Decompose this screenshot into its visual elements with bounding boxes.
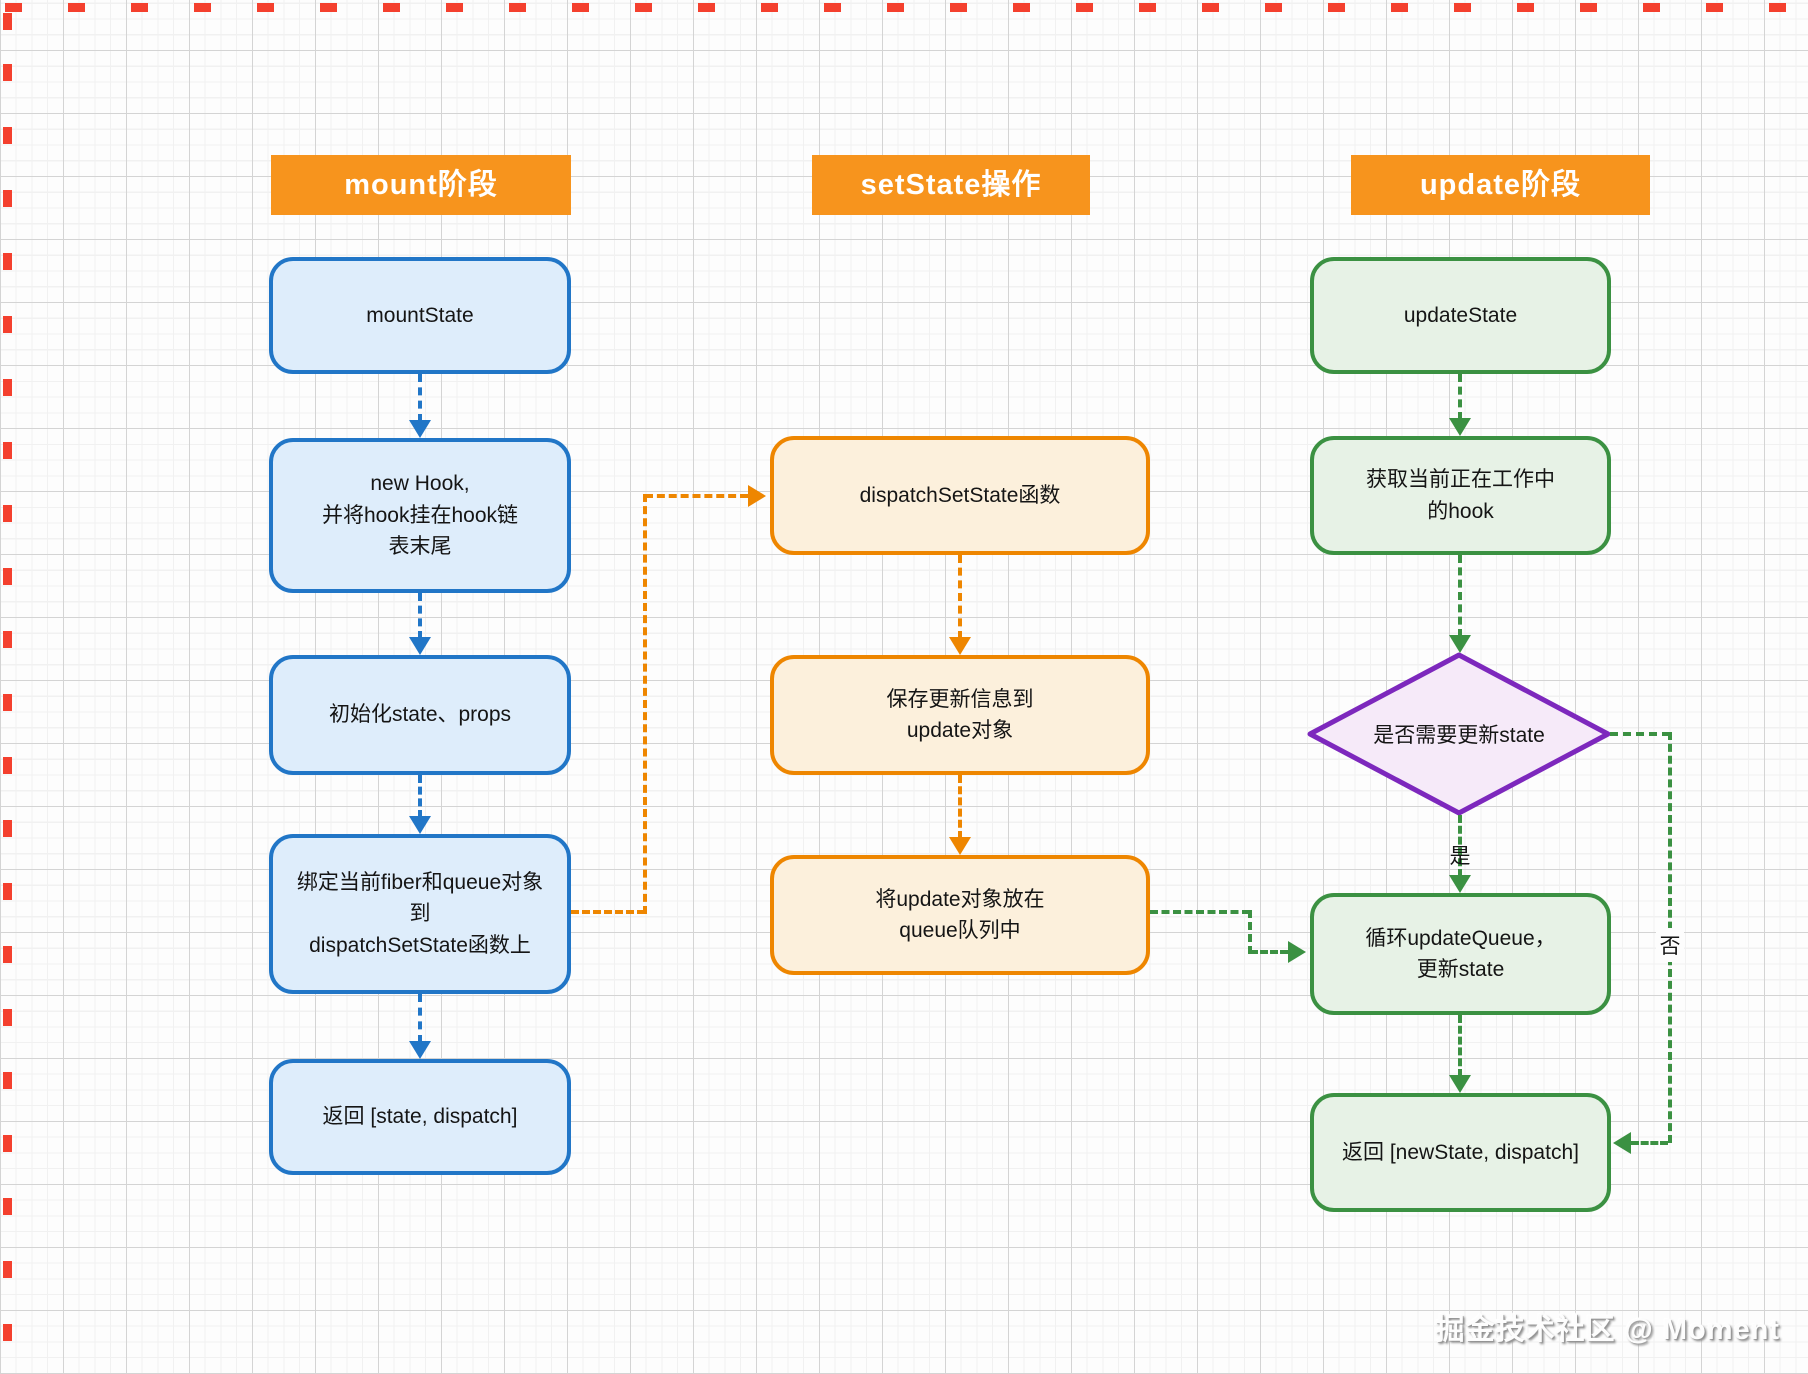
arrow-newhook-to-init xyxy=(408,593,432,655)
arrow-decision-yes-to-loop xyxy=(1448,815,1472,893)
arrow-updatestate-to-gethook xyxy=(1448,374,1472,436)
node-mountstate: mountState xyxy=(269,257,571,374)
connector-bind-to-dispatch-seg3 xyxy=(645,494,748,498)
diamond-shape xyxy=(1307,652,1611,816)
arrow-init-to-bind xyxy=(408,775,432,834)
arrow-mountstate-to-newhook xyxy=(408,374,432,438)
header-setstate-operation: setState操作 xyxy=(812,155,1090,215)
label-no: 否 xyxy=(1656,928,1684,962)
connector-enqueue-to-loop-seg1 xyxy=(1150,910,1250,914)
arrow-dispatch-to-save xyxy=(948,555,972,655)
connector-bind-to-dispatch-seg2 xyxy=(643,494,647,914)
connector-decision-no-arrowhead xyxy=(1613,1132,1631,1154)
red-edge-ticks-top xyxy=(0,3,1808,12)
arrow-bind-to-return xyxy=(408,994,432,1059)
connector-bind-to-dispatch-arrowhead xyxy=(748,485,766,507)
arrow-save-to-enqueue xyxy=(948,775,972,855)
arrow-gethook-to-decision xyxy=(1448,555,1472,653)
red-edge-ticks-left xyxy=(3,0,12,1374)
node-bind-fiber-queue: 绑定当前fiber和queue对象 到 dispatchSetState函数上 xyxy=(269,834,571,994)
node-return-state-dispatch: 返回 [state, dispatch] xyxy=(269,1059,571,1175)
node-new-hook: new Hook, 并将hook挂在hook链 表末尾 xyxy=(269,438,571,593)
node-return-newstate-dispatch: 返回 [newState, dispatch] xyxy=(1310,1093,1611,1212)
node-updatestate: updateState xyxy=(1310,257,1611,374)
decision-need-update-state: 是否需要更新state xyxy=(1306,651,1612,817)
connector-bind-to-dispatch-seg1 xyxy=(571,910,645,914)
connector-enqueue-to-loop-seg3 xyxy=(1250,950,1288,954)
connector-decision-no-seg3 xyxy=(1631,1141,1668,1145)
header-update-phase: update阶段 xyxy=(1351,155,1650,215)
watermark: 掘金技术社区 @ Moment xyxy=(1435,1314,1780,1346)
label-yes: 是 xyxy=(1449,845,1471,868)
arrow-loop-to-return xyxy=(1448,1015,1472,1093)
header-mount-phase: mount阶段 xyxy=(271,155,571,215)
node-dispatchsetstate: dispatchSetState函数 xyxy=(770,436,1150,555)
node-loop-updatequeue: 循环updateQueue， 更新state xyxy=(1310,893,1611,1015)
node-init-state-props: 初始化state、props xyxy=(269,655,571,775)
connector-decision-no-seg1 xyxy=(1610,732,1670,736)
node-save-update-info: 保存更新信息到 update对象 xyxy=(770,655,1150,775)
node-get-working-hook: 获取当前正在工作中 的hook xyxy=(1310,436,1611,555)
decision-label: 是否需要更新state xyxy=(1373,724,1545,747)
connector-enqueue-to-loop-seg2 xyxy=(1248,910,1252,954)
connector-enqueue-to-loop-arrowhead xyxy=(1288,941,1306,963)
node-enqueue-update: 将update对象放在 queue队列中 xyxy=(770,855,1150,975)
